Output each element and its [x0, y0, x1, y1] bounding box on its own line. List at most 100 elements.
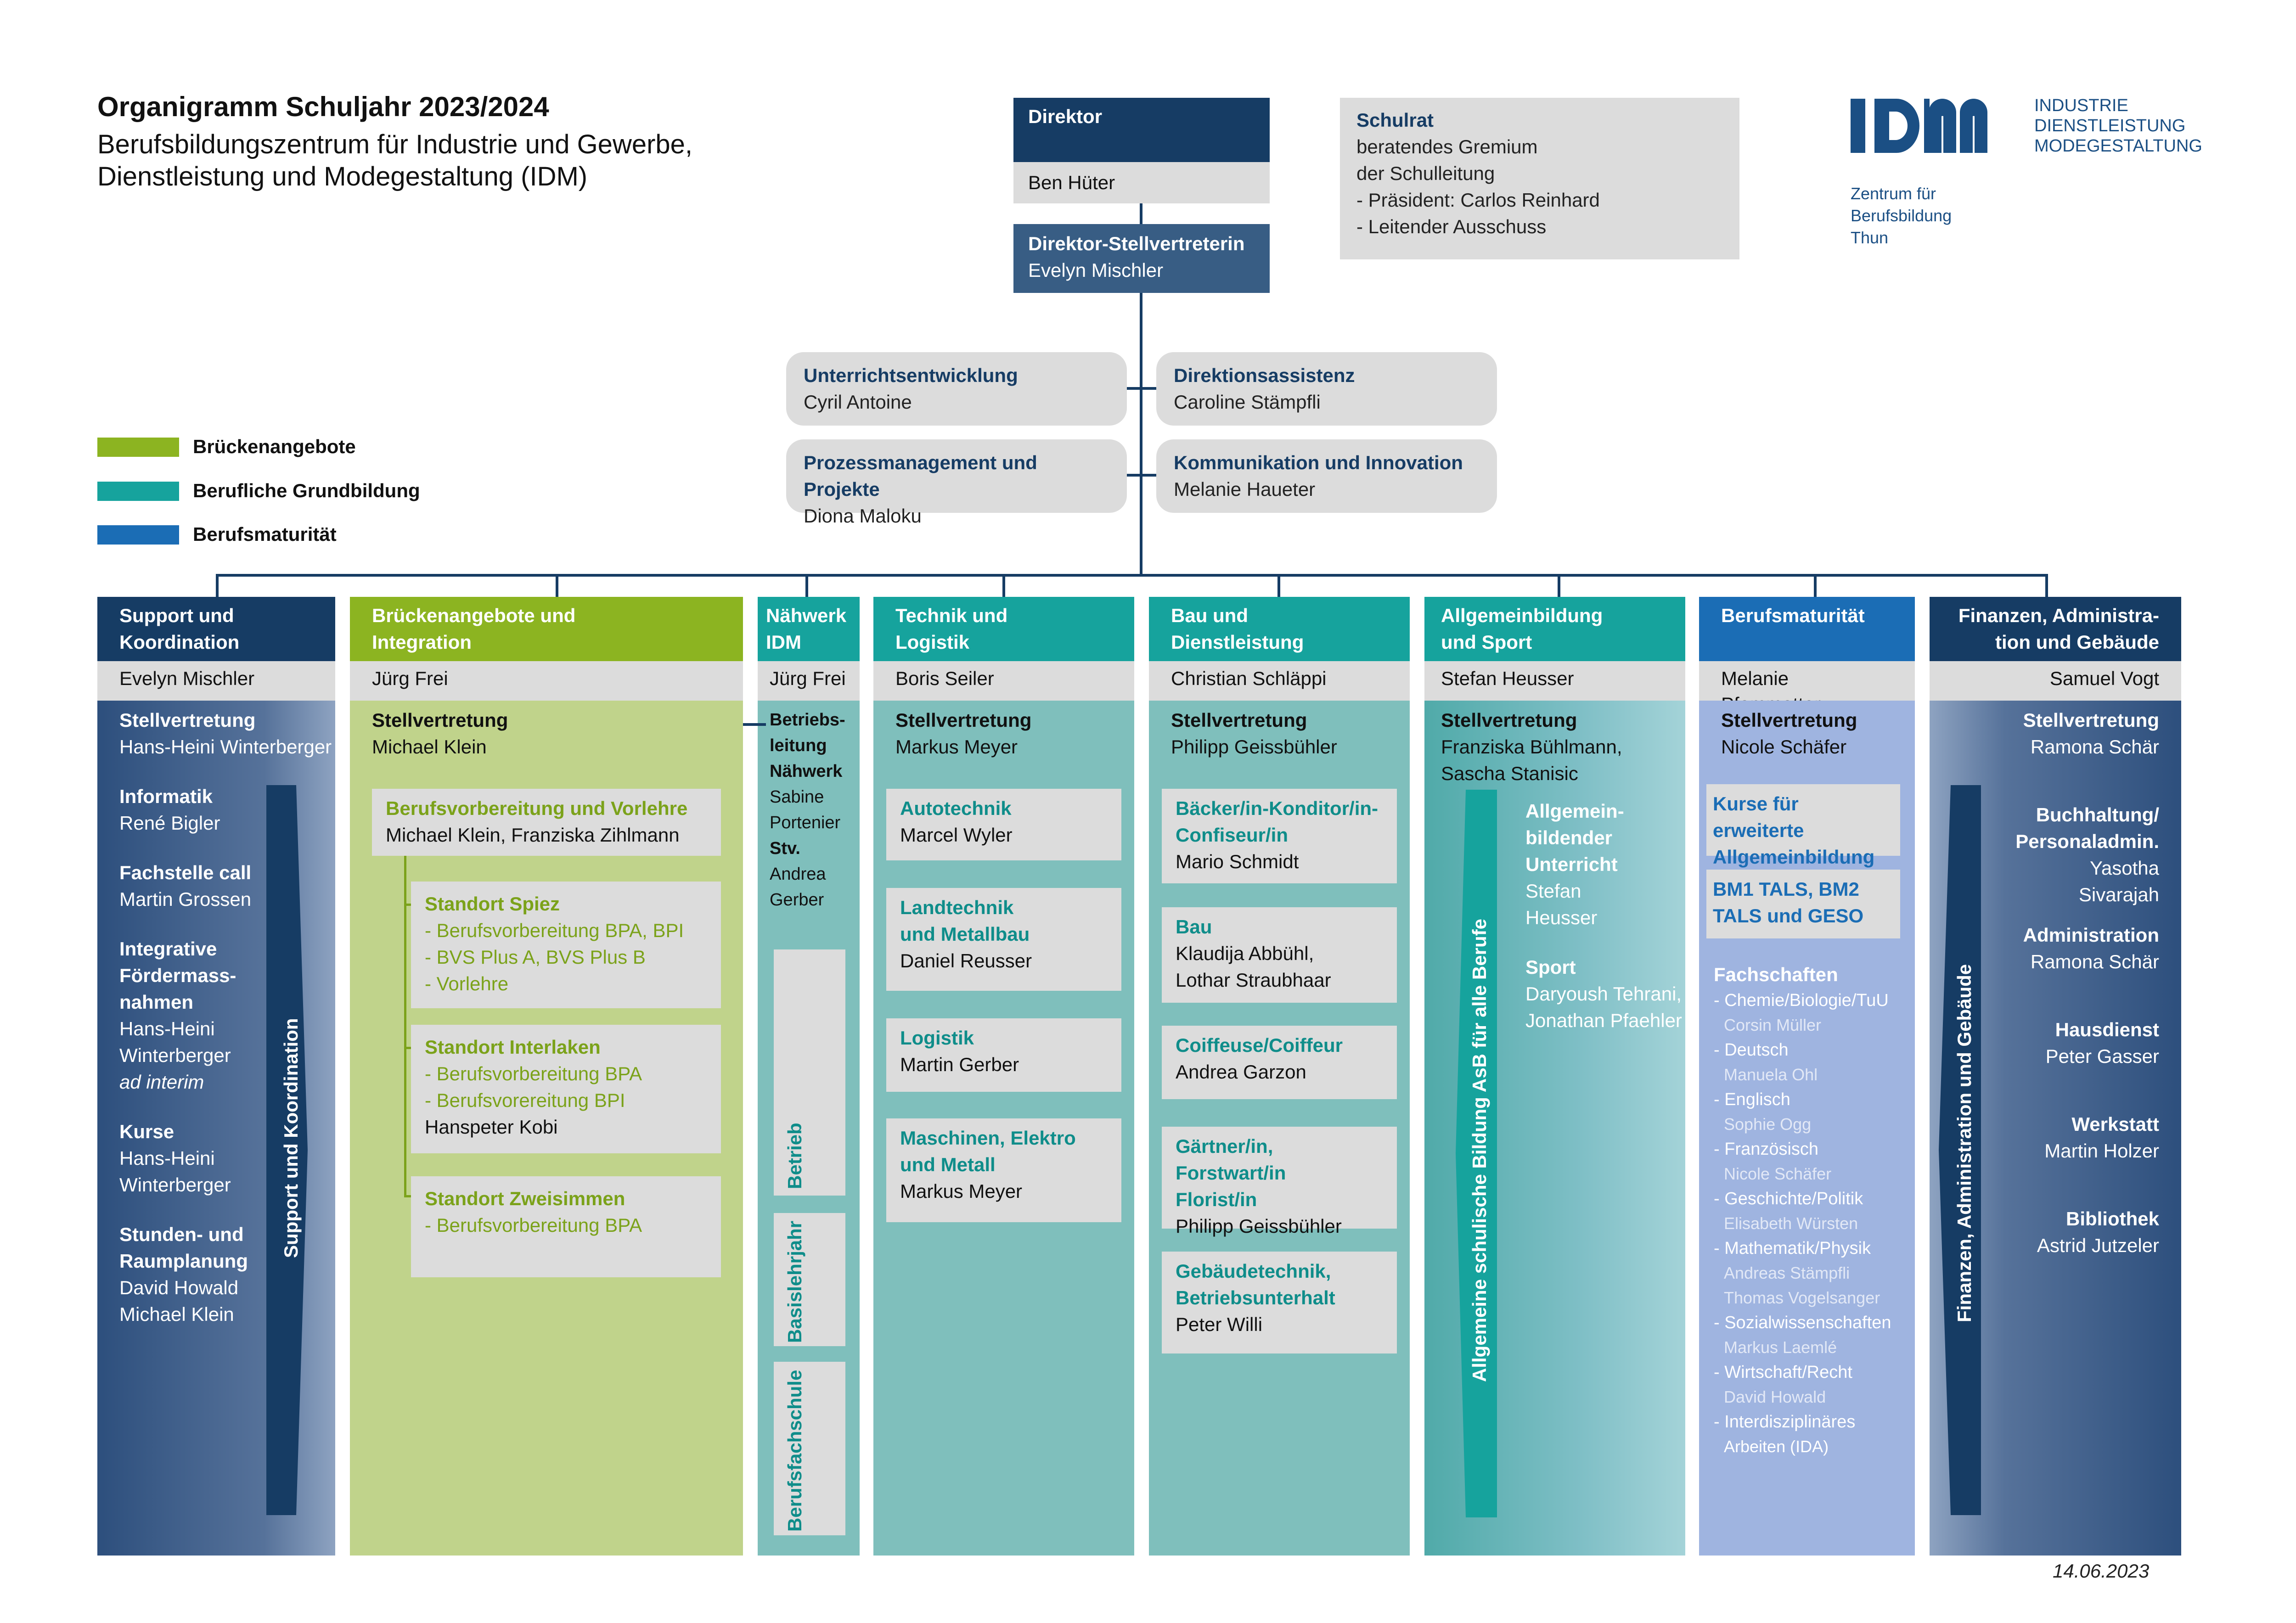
bus-drop-4 — [1002, 574, 1005, 598]
technik-autotechnik: Autotechnik Marcel Wyler — [886, 789, 1121, 860]
col-bruecken-lead: Jürg Frei — [350, 661, 743, 701]
fachschaft-person: Markus Laemlé — [1724, 1338, 1837, 1357]
staff-kommunikation: Kommunikation und Innovation Melanie Hau… — [1156, 439, 1497, 513]
naehwerk-berufsfachschule-box — [774, 1362, 845, 1535]
col-finanzen-header: Finanzen, Administra-tion und Gebäude — [1930, 597, 2181, 661]
support-arrow-icon — [266, 785, 308, 1515]
bau-bau: Bau Klaudija Abbühl, Lothar Straubhaar — [1162, 907, 1397, 1003]
col-support-lead: Evelyn Mischler — [97, 661, 335, 701]
page-title: Organigramm Schuljahr 2023/2024 — [97, 91, 549, 122]
fachschaft-person: Corsin Müller — [1724, 1016, 1822, 1034]
naehwerk-basislehrjahr-box — [774, 1213, 845, 1346]
col-allgemein-content: Allgemein- bildender Unterricht Stefan H… — [1525, 800, 1682, 1031]
col-finanzen-lead: Samuel Vogt — [1930, 661, 2181, 701]
bus-drop-7 — [1814, 574, 1817, 598]
fachschaft-title: - Deutsch — [1714, 1040, 1789, 1060]
fachschaft-title: - Interdisziplinäres — [1714, 1412, 1856, 1432]
direktor-box: Direktor — [1013, 98, 1270, 162]
naehwerk-berufsfachschule-label: Berufsfachschule — [784, 1370, 805, 1532]
schulrat-box: Schulrat beratendes Gremium der Schullei… — [1340, 98, 1739, 259]
fachschaft-person: Sophie Ogg — [1724, 1115, 1812, 1134]
finanzen-arrow-icon — [1939, 785, 1981, 1515]
col-allgemein-stellv: Stellvertretung Franziska Bühlmann, Sasc… — [1441, 709, 1622, 784]
staff-connector-2 — [1126, 474, 1157, 477]
bus-drop-3 — [805, 574, 808, 598]
fachschaft-person: Andreas Stämpfli — [1724, 1264, 1850, 1282]
fachschaft-title: - Englisch — [1714, 1090, 1790, 1109]
bm-kurse: Kurse für erweiterte Allgemeinbildung — [1706, 784, 1900, 868]
legend-label-berufsmaturitaet: Berufsmaturität — [193, 523, 337, 545]
idm-logo-mark — [1851, 99, 1987, 153]
fachschaft-person: David Howald — [1724, 1387, 1826, 1406]
col-bm-header: Berufsmaturität — [1699, 597, 1915, 661]
legend-swatch-brueckenangebote — [97, 438, 179, 457]
bruecken-tree-line — [404, 856, 406, 1196]
bau-gaertner: Gärtner/in, Forstwart/in Florist/in Phil… — [1162, 1127, 1397, 1237]
naehwerk-betrieb-box — [774, 949, 845, 1196]
fachschaft-title: - Geschichte/Politik — [1714, 1189, 1863, 1208]
col-technik-lead: Boris Seiler — [873, 661, 1134, 701]
col-support-content: Stellvertretung Hans-Heini Winterberger … — [119, 709, 332, 1325]
col-allgemein-lead: Stefan Heusser — [1424, 661, 1685, 701]
standort-interlaken: Standort Interlaken - Berufsvorbereitung… — [411, 1025, 721, 1153]
page-subtitle: Berufsbildungszentrum für Industrie und … — [97, 129, 693, 191]
fachschaft-title: - Mathematik/Physik — [1714, 1239, 1871, 1258]
col-naehwerk-content: Betriebs- leitung Nähwerk Sabine Porteni… — [770, 710, 845, 910]
bau-coiffeur: Coiffeuse/Coiffeur Andrea Garzon — [1162, 1026, 1397, 1099]
bus-drop-5 — [1277, 574, 1280, 598]
idm-logo — [1851, 94, 2043, 158]
col-bau-lead: Christian Schläppi — [1149, 661, 1410, 701]
staff-prozessmanagement: Prozessmanagement und Projekte Diona Mal… — [786, 439, 1127, 527]
technik-landtechnik: Landtechnik und Metallbau Daniel Reusser — [886, 888, 1121, 991]
bruecken-berufsvorbereitung: Berufsvorbereitung und Vorlehre Michael … — [372, 789, 721, 856]
col-bruecken-stellv: Stellvertretung Michael Klein — [372, 709, 508, 758]
legend-label-brueckenangebote: Brückenangebote — [193, 436, 356, 457]
fachschaft-person: Nicole Schäfer — [1724, 1164, 1832, 1183]
fachschaft-title: - Sozialwissenschaften — [1714, 1313, 1891, 1332]
bus-drop-1 — [216, 574, 219, 598]
fachschaft-person: Arbeiten (IDA) — [1724, 1437, 1829, 1456]
finanzen-arrow-label: Finanzen, Administration und Gebäude — [1953, 964, 1975, 1322]
department-bus — [216, 574, 2048, 577]
bau-gebaeudetechnik: Gebäudetechnik, Betriebsunterhalt Peter … — [1162, 1252, 1397, 1353]
staff-direktionsassistenz: Direktionsassistenz Caroline Stämpfli — [1156, 352, 1497, 426]
support-arrow-label: Support und Koordination — [280, 1018, 302, 1258]
naehwerk-betrieb-label: Betrieb — [784, 1123, 805, 1189]
fachschaft-title: - Französisch — [1714, 1140, 1819, 1159]
connector-director — [1140, 203, 1142, 224]
naehwerk-bus-tick — [743, 723, 766, 726]
legend-swatch-grundbildung — [97, 482, 179, 501]
direktor-stellvertreterin-box: Direktor-Stellvertreterin Evelyn Mischle… — [1013, 224, 1270, 293]
standort-spiez: Standort Spiez - Berufsvorbereitung BPA,… — [411, 882, 721, 1008]
technik-maschinen: Maschinen, Elektro und Metall Markus Mey… — [886, 1118, 1121, 1222]
legend-swatch-berufsmaturitaet — [97, 525, 179, 545]
logo-subtext: Zentrum für Berufsbildung Thun — [1851, 184, 1952, 247]
technik-logistik: Logistik Martin Gerber — [886, 1018, 1121, 1092]
naehwerk-basislehrjahr-label: Basislehrjahr — [784, 1220, 805, 1343]
col-finanzen-content: Stellvertretung Ramona Schär Buchhaltung… — [2015, 709, 2159, 1256]
col-bm-lead: Melanie Pfammatter — [1699, 661, 1915, 715]
staff-connector-1 — [1126, 387, 1157, 390]
col-bau-stellv: Stellvertretung Philipp Geissbühler — [1171, 709, 1337, 758]
bm-tals-geso: BM1 TALS, BM2 TALS und GESO — [1706, 870, 1900, 938]
legend-label-grundbildung: Berufliche Grundbildung — [193, 480, 420, 501]
fachschaften-list: - Chemie/Biologie/TuU Corsin Müller - Deut… — [1714, 988, 1891, 1459]
logo-text: INDUSTRIE DIENSTLEISTUNG MODEGESTALTUNG — [2034, 96, 2202, 156]
fachschaft-title: - Chemie/Biologie/TuU — [1714, 991, 1889, 1010]
fachschaft-person: Manuela Ohl — [1724, 1065, 1818, 1084]
col-naehwerk-lead: Jürg Frei — [758, 661, 860, 701]
main-spine — [1140, 293, 1142, 574]
fachschaft-title: - Wirtschaft/Recht — [1714, 1363, 1852, 1382]
bus-drop-8 — [2045, 574, 2048, 598]
direktor-name-box: Ben Hüter — [1013, 162, 1270, 203]
col-bm-stellv: Stellvertretung Nicole Schäfer — [1721, 709, 1857, 758]
fachschaft-person: Elisabeth Würsten — [1724, 1214, 1858, 1233]
standort-zweisimmen: Standort Zweisimmen - Berufsvorbereitung… — [411, 1176, 721, 1277]
bau-baecker: Bäcker/in-Konditor/in- Confiseur/in Mari… — [1162, 789, 1397, 883]
